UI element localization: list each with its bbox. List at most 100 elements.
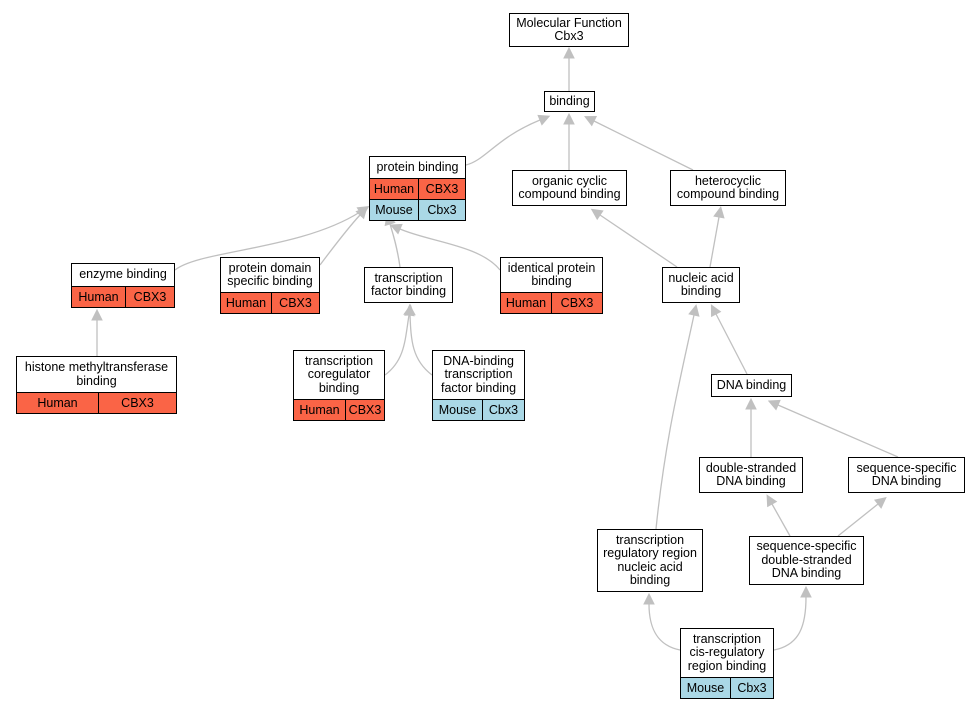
edge-line <box>777 404 899 458</box>
edge-line <box>409 314 433 376</box>
arrowhead <box>688 304 700 317</box>
arrowhead <box>590 208 604 221</box>
arrowhead <box>710 304 722 318</box>
go-term-node[interactable]: DNA-binding transcription factor binding… <box>432 350 525 421</box>
edge-line <box>319 214 361 266</box>
node-label: heterocyclic compound binding <box>676 173 780 201</box>
edge-line <box>837 503 879 537</box>
go-term-node[interactable]: DNA binding <box>711 374 792 397</box>
edge-line <box>709 216 720 268</box>
edge-line <box>593 120 694 171</box>
arrowhead <box>643 592 655 605</box>
species-cell: Mouse <box>686 681 725 695</box>
node-label: transcription factor binding <box>370 270 447 298</box>
edge-line <box>599 214 678 268</box>
species-cell: Human <box>225 296 267 310</box>
edge-line <box>771 503 791 537</box>
species-cell: Mouse <box>438 403 477 417</box>
arrowhead <box>713 206 725 219</box>
edge-line <box>174 211 361 271</box>
node-label: protein binding <box>376 159 459 174</box>
node-label: transcription coregulator binding <box>304 353 374 395</box>
gene-cell: CBX3 <box>345 400 384 420</box>
arrowhead <box>404 303 416 316</box>
species-cell: Human <box>373 182 415 196</box>
go-term-node[interactable]: transcription factor binding <box>364 267 453 303</box>
node-label: Molecular Function Cbx3 <box>516 15 622 43</box>
node-label: protein domain specific binding <box>227 260 313 288</box>
annotation-row: Human CBX3 <box>501 292 602 313</box>
go-term-node[interactable]: binding <box>544 91 595 112</box>
gene-cell: Cbx3 <box>482 400 524 420</box>
go-term-node[interactable]: organic cyclic compound binding <box>512 170 627 206</box>
node-label: sequence-specific DNA binding <box>856 460 957 488</box>
annotation-row: Human CBX3 <box>72 286 174 307</box>
annotation-row: Mouse Cbx3 <box>370 199 465 220</box>
node-label: enzyme binding <box>79 267 167 282</box>
edge-line <box>389 223 401 268</box>
edge-line <box>773 596 807 651</box>
edge-line <box>655 314 695 530</box>
node-label: DNA-binding transcription factor binding <box>440 353 517 395</box>
gene-cell: CBX3 <box>418 179 465 199</box>
edge-line <box>715 313 748 375</box>
arrowhead <box>800 585 812 598</box>
arrowhead <box>355 206 368 220</box>
species-cell: Human <box>299 403 340 417</box>
node-label: DNA binding <box>716 377 787 392</box>
arrowhead <box>389 223 403 235</box>
gene-cell: Cbx3 <box>418 200 465 220</box>
go-term-node[interactable]: transcription regulatory region nucleic … <box>597 529 703 592</box>
edge-line <box>399 228 501 271</box>
node-label: sequence-specific double-stranded DNA bi… <box>756 539 857 581</box>
node-label: nucleic acid binding <box>668 270 734 298</box>
gene-cell: CBX3 <box>98 393 176 413</box>
arrowhead <box>745 397 757 410</box>
arrowhead <box>766 494 778 508</box>
node-label: identical protein binding <box>507 260 596 288</box>
annotation-row: Mouse Cbx3 <box>433 399 524 420</box>
gene-cell: CBX3 <box>271 293 319 313</box>
species-cell: Mouse <box>375 203 413 217</box>
go-term-node[interactable]: heterocyclic compound binding <box>670 170 786 206</box>
go-term-node[interactable]: sequence-specific DNA binding <box>848 457 965 493</box>
arrowhead <box>873 497 887 509</box>
gene-cell: CBX3 <box>125 287 174 307</box>
node-label: double-stranded DNA binding <box>705 460 797 488</box>
node-label: organic cyclic compound binding <box>518 173 621 201</box>
go-term-node[interactable]: sequence-specific double-stranded DNA bi… <box>749 536 864 585</box>
annotation-row: Human CBX3 <box>221 292 319 313</box>
go-term-node[interactable]: double-stranded DNA binding <box>699 457 803 493</box>
annotation-row: Mouse Cbx3 <box>681 677 773 698</box>
species-cell: Human <box>505 296 547 310</box>
arrowhead <box>91 308 103 321</box>
annotation-row: Human CBX3 <box>17 392 176 413</box>
node-label: transcription cis-regulatory region bind… <box>687 631 767 673</box>
node-label: histone methyltransferase binding <box>24 360 169 388</box>
arrowhead <box>767 399 781 411</box>
go-term-node[interactable]: nucleic acid binding <box>662 267 740 303</box>
edge-line <box>384 314 410 376</box>
go-term-node[interactable]: Molecular Function Cbx3 <box>509 13 629 47</box>
arrowhead <box>537 114 551 126</box>
go-term-node[interactable]: transcription cis-regulatory region bind… <box>680 628 774 699</box>
annotation-row: Human CBX3 <box>294 399 384 420</box>
species-cell: Human <box>37 396 78 410</box>
edge-line <box>648 603 681 651</box>
gene-cell: Cbx3 <box>730 678 773 698</box>
arrowhead <box>584 116 598 127</box>
species-cell: Human <box>78 290 119 304</box>
node-label: binding <box>549 93 590 108</box>
arrowhead <box>563 46 575 59</box>
gene-cell: CBX3 <box>551 293 602 313</box>
node-label: transcription regulatory region nucleic … <box>603 532 697 587</box>
arrowhead <box>563 112 575 125</box>
